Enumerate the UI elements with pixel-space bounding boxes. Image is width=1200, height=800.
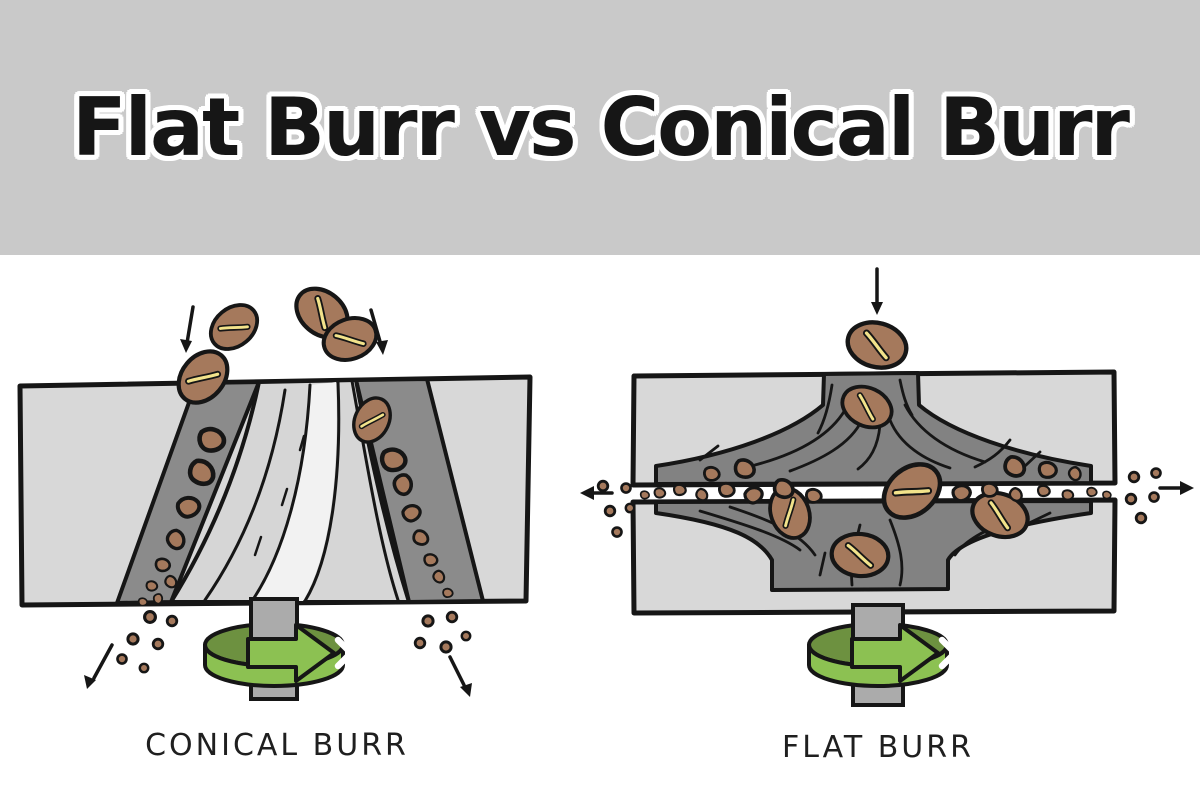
coffee-fragment xyxy=(672,483,687,497)
conical-right-grinding-channel xyxy=(354,377,485,604)
ground-particle xyxy=(1150,467,1162,479)
coffee-bean xyxy=(843,316,912,374)
bean-inflow-arrow xyxy=(871,267,883,315)
ground-particle xyxy=(165,614,179,628)
conical-burr-label: CONICAL BURR xyxy=(145,728,409,763)
rotation-arrow xyxy=(246,623,336,683)
ground-particle xyxy=(421,614,435,628)
grinder-diagrams-canvas: CONICAL BURR xyxy=(17,267,1194,765)
conical-outflow-grounds-right xyxy=(413,610,472,654)
ground-particle xyxy=(624,502,636,514)
ground-particle xyxy=(445,610,459,624)
coffee-fragment xyxy=(1037,460,1058,479)
ground-particle xyxy=(620,482,632,494)
coffee-fragment xyxy=(1102,490,1112,500)
coffee-fragment xyxy=(382,450,405,470)
ground-particle xyxy=(603,504,617,518)
coffee-fragment xyxy=(718,481,736,498)
grounds-outflow-arrow-left xyxy=(580,486,614,500)
ground-particle xyxy=(116,653,128,665)
ground-particle xyxy=(413,636,427,650)
coffee-fragment xyxy=(1086,486,1098,498)
coffee-fragment xyxy=(442,587,454,599)
ground-particle xyxy=(611,526,623,538)
ground-particle xyxy=(126,632,140,646)
ground-particle xyxy=(1148,491,1160,503)
coffee-fragment xyxy=(154,557,172,573)
coffee-fragment xyxy=(703,465,721,482)
flat-outflow-grounds-right xyxy=(1124,467,1162,525)
grounds-outflow-arrow-right xyxy=(448,655,472,697)
ground-particle xyxy=(138,662,150,674)
title-banner: Flat Burr vs Conical Burr xyxy=(0,0,1200,255)
rotation-chevron xyxy=(938,636,959,670)
conical-center-burr-cone xyxy=(169,378,411,604)
ground-particle xyxy=(1124,492,1138,506)
grounds-outflow-arrow-right xyxy=(1158,481,1194,495)
coffee-fragment xyxy=(981,481,999,498)
coffee-fragment xyxy=(805,487,823,504)
rotation-arrow xyxy=(850,623,940,683)
conical-outflow-grounds-left xyxy=(116,610,179,674)
flat-outflow-grounds-left xyxy=(596,479,636,538)
bean-inflow-arrow-right xyxy=(369,308,388,355)
rotation-chevron xyxy=(334,636,355,670)
coffee-fragment xyxy=(137,597,148,607)
ground-particle xyxy=(460,630,472,642)
coffee-fragment xyxy=(423,553,439,567)
coffee-bean xyxy=(202,296,266,358)
ground-particle xyxy=(596,479,610,493)
coffee-fragment xyxy=(145,580,159,592)
conical-burr-diagram: CONICAL BURR xyxy=(17,279,533,763)
ground-particle xyxy=(1134,511,1148,525)
ground-particle xyxy=(143,610,157,624)
coffee-fragment xyxy=(639,490,650,500)
coffee-fragment xyxy=(1036,484,1051,498)
coffee-fragment xyxy=(653,487,667,499)
coffee-fragment xyxy=(200,429,224,450)
bean-inflow-arrow-left xyxy=(180,305,195,353)
flat-burr-label: FLAT BURR xyxy=(782,730,974,765)
page-title: Flat Burr vs Conical Burr xyxy=(71,81,1130,174)
flat-burr-diagram: FLAT BURR xyxy=(580,267,1194,765)
coffee-fragment xyxy=(152,592,164,606)
grounds-outflow-arrow-left xyxy=(84,643,114,689)
coffee-fragment xyxy=(1061,489,1075,501)
ground-particle xyxy=(151,637,165,651)
ground-particle xyxy=(1127,470,1141,484)
ground-particle xyxy=(439,640,453,654)
